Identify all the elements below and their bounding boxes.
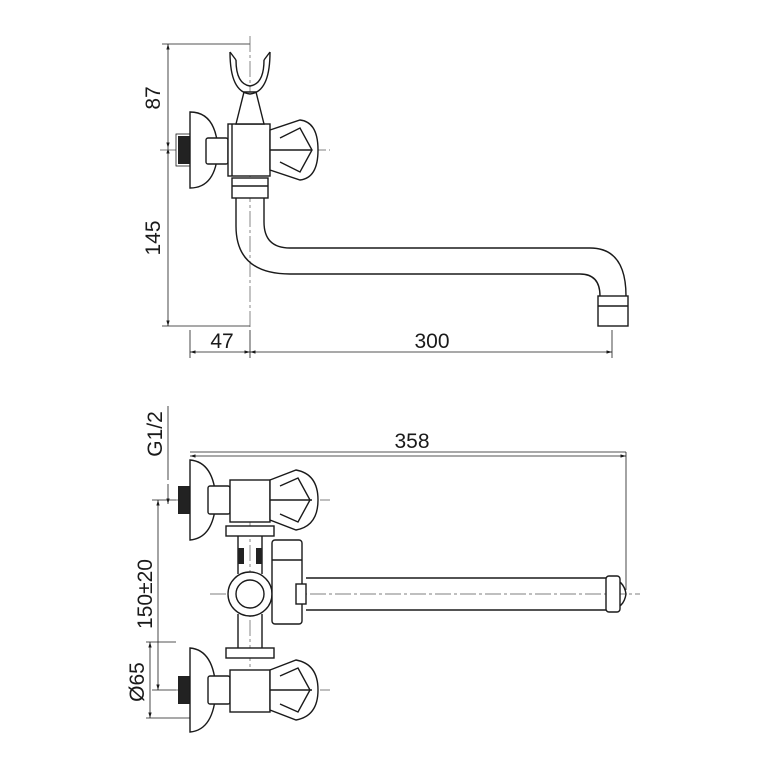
dim-150-label: 150±20: [134, 559, 157, 629]
shower-holder: [229, 51, 271, 125]
dim-300-label: 300: [414, 330, 449, 353]
spout-top-view: [306, 575, 627, 613]
side-view: 87 145 47 300: [142, 36, 629, 358]
eccentric-nut: [205, 137, 229, 165]
spout-tube-inner: [263, 198, 627, 297]
dim-358-label: 358: [394, 430, 429, 453]
dim-87-label: 87: [142, 86, 165, 109]
spout-tube-outer: [235, 198, 601, 297]
dim-145-label: 145: [142, 220, 165, 255]
lower-inlet: [178, 647, 319, 733]
dim-g12-label: G1/2: [144, 411, 167, 457]
dim-65-label: Ø65: [126, 662, 149, 702]
valve-body: [227, 123, 271, 177]
diverter: [271, 539, 307, 625]
dim-47-label: 47: [210, 330, 233, 353]
valve-handle: [269, 119, 319, 181]
upper-inlet: [178, 459, 319, 541]
top-view: 358 G1/2 150±20 Ø65: [126, 406, 640, 733]
spout-nut: [231, 177, 269, 199]
aerator: [597, 295, 629, 327]
spout-end: [605, 575, 621, 613]
